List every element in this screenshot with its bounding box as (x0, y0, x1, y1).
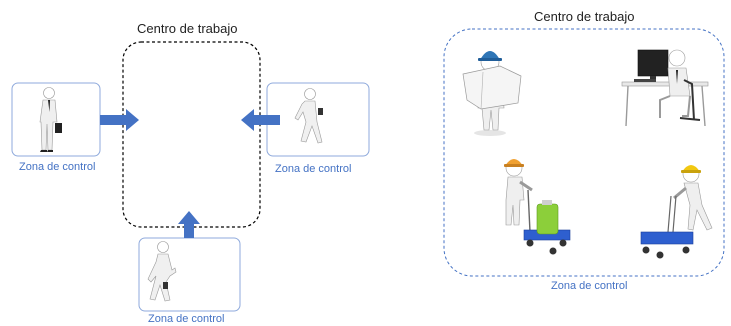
work-center-dashed-box (122, 41, 261, 228)
worker-pushing-empty-cart-figure (640, 165, 713, 259)
walking-person-figure-bottom (147, 241, 177, 302)
worker-reading-plans-figure (462, 51, 522, 136)
right-work-center-title: Centro de trabajo (534, 9, 635, 24)
control-zone-label-right: Zona de control (275, 163, 352, 175)
control-zone-label-bottom: Zona de control (148, 313, 225, 325)
businessman-figure (39, 87, 62, 152)
arrow-up-into-center (178, 211, 200, 238)
arrow-left-into-center (241, 109, 280, 131)
arrow-right-into-center (100, 109, 139, 131)
control-zone-box-right (266, 82, 370, 157)
left-work-center-title: Centro de trabajo (137, 21, 238, 36)
walking-person-figure-right (294, 88, 323, 144)
control-zone-label-left: Zona de control (19, 161, 96, 173)
worker-pushing-cylinder-cart-figure (504, 159, 571, 255)
control-zone-dashed-box (443, 28, 725, 277)
worker-at-computer-figure (621, 49, 709, 127)
right-control-zone-label: Zona de control (551, 280, 628, 292)
